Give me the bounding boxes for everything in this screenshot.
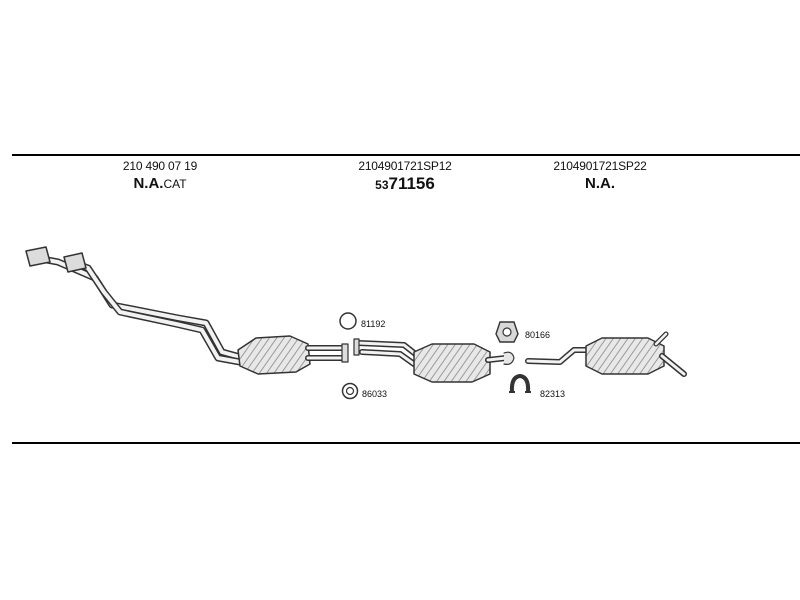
accessory-ring-bottom: 86033 [341, 382, 387, 400]
catalyst-icon [237, 335, 311, 375]
accessory-ring-top-label: 81192 [361, 319, 385, 329]
flange-right-icon [63, 252, 87, 273]
accessory-hanger-label: 80166 [525, 330, 550, 340]
middle-silencer-icon [413, 343, 491, 383]
column-header-rear: 2104901721SP22 N.A. [530, 160, 670, 191]
front-pipe-with-catalyst [25, 246, 349, 375]
code-middle-lead: 53 [375, 178, 389, 192]
code-front-small: CAT [163, 177, 187, 191]
middle-silencer [353, 338, 515, 383]
code-rear: N.A. [530, 176, 670, 191]
accessory-hanger: 80166 [495, 321, 550, 343]
accessory-ring-bottom-label: 86033 [362, 389, 387, 399]
bottom-divider [12, 442, 800, 444]
code-front: N.A.CAT [95, 176, 225, 191]
accessory-ring-top: 81192 [339, 312, 385, 330]
accessory-clamp: 82313 [509, 373, 565, 399]
code-middle-tail: 71156 [388, 174, 435, 193]
rear-silencer [525, 331, 687, 377]
column-header-middle: 2104901721SP12 5371156 [335, 160, 475, 193]
column-header-front: 210 490 07 19 N.A.CAT [95, 160, 225, 191]
code-front-bold: N.A. [133, 175, 164, 192]
accessory-clamp-label: 82313 [540, 389, 565, 399]
code-middle: 5371156 [335, 175, 475, 193]
flange-left-icon [25, 246, 51, 267]
rear-silencer-icon [585, 337, 665, 375]
part-number-front: 210 490 07 19 [122, 159, 198, 173]
part-number-middle: 2104901721SP12 [358, 159, 452, 173]
part-number-rear: 2104901721SP22 [553, 159, 647, 173]
code-rear-bold: N.A. [585, 175, 615, 192]
sealing-ring-icon [339, 312, 357, 330]
top-divider [12, 154, 800, 156]
